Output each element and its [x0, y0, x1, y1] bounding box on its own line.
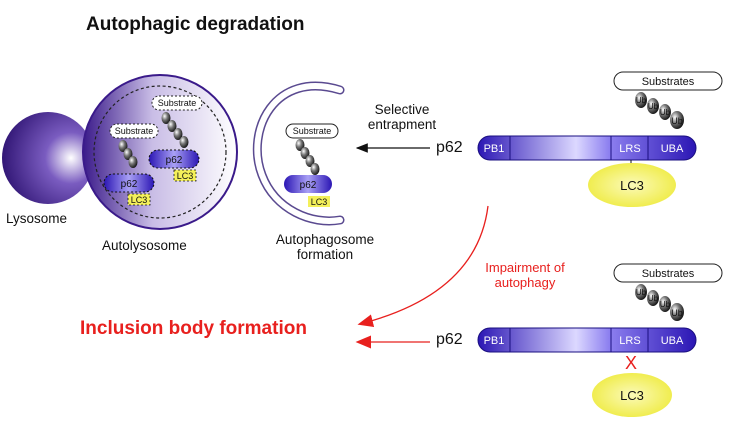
- autophagosome-label: Autophagosome formation: [262, 232, 388, 262]
- ub-label: Ub: [660, 108, 671, 117]
- substrates-label: Substrates: [642, 268, 695, 280]
- lc3-bound: [588, 163, 676, 207]
- p62-protein: [148, 149, 200, 169]
- pb1-domain-label: PB1: [484, 335, 505, 347]
- lrs-domain-label: LRS: [619, 143, 640, 155]
- lysosome: [2, 112, 94, 204]
- substrate-tag: [285, 123, 339, 139]
- autolysosome: [82, 74, 238, 230]
- substrate-tag: [109, 123, 159, 139]
- impairment-line2: autophagy: [494, 275, 556, 290]
- ub-label: Ub: [648, 294, 659, 303]
- uba-domain-label: UBA: [661, 143, 684, 155]
- p62-domain-bar-bottom: [477, 263, 723, 417]
- ub-label: Ub: [671, 116, 683, 126]
- lc3-unbound: [592, 373, 672, 417]
- substrate-label: Substrate: [158, 98, 197, 108]
- substrates-box: [613, 71, 723, 91]
- lc3-tag: [308, 196, 330, 207]
- ub-label: Ub: [648, 102, 659, 111]
- p62-pill-label: p62: [300, 180, 317, 191]
- lc3-unbound-label: LC3: [620, 388, 644, 403]
- autophagosome-line1: Autophagosome: [275, 232, 375, 247]
- p62-bottom-label: p62: [436, 331, 463, 348]
- selective-line2: entrapment: [367, 117, 437, 132]
- pb1-domain-label: PB1: [484, 143, 505, 155]
- lc3-small-label: LC3: [131, 195, 148, 205]
- p62-pill-label: p62: [121, 179, 138, 190]
- impairment-line1: Impairment of: [485, 260, 565, 275]
- p62-pill-label: p62: [166, 155, 183, 166]
- p62-protein: [103, 173, 155, 193]
- autophagosome-line2: formation: [296, 247, 354, 262]
- lc3-bound-label: LC3: [620, 178, 644, 193]
- impairment-arrow: [357, 205, 489, 328]
- lrs-domain-label: LRS: [619, 335, 640, 347]
- p62-top-label: p62: [436, 139, 463, 156]
- lc3-tag: [173, 169, 197, 182]
- ub-label: Ub: [660, 300, 671, 309]
- diagram-title: Autophagic degradation: [86, 14, 305, 35]
- blocked-interaction-mark: X: [625, 353, 637, 373]
- uba-domain-label: UBA: [661, 335, 684, 347]
- substrate-label: Substrate: [293, 126, 332, 136]
- selective-line1: Selective: [374, 102, 430, 117]
- substrate-tag: [151, 95, 203, 111]
- substrate-label: Substrate: [115, 126, 154, 136]
- substrates-box: [613, 263, 723, 283]
- inclusion-body-label: Inclusion body formation: [80, 318, 307, 339]
- p62-domain-bar-top: [477, 71, 723, 207]
- substrates-label: Substrates: [642, 76, 695, 88]
- lc3-small-label: LC3: [177, 171, 194, 181]
- ub-label: Ub: [636, 96, 647, 105]
- impairment-label: Impairment of autophagy: [470, 260, 580, 290]
- p62-protein: [284, 175, 332, 193]
- autolysosome-label: Autolysosome: [102, 238, 187, 253]
- ub-label: Ub: [671, 308, 683, 318]
- autophagosome: [252, 81, 345, 226]
- lc3-tag: [127, 193, 151, 206]
- lysosome-label: Lysosome: [6, 211, 68, 226]
- ubiquitin-chain: [118, 112, 189, 168]
- ub-label: Ub: [636, 288, 647, 297]
- selective-entrapment-label: Selective entrapment: [352, 102, 452, 132]
- lc3-small-label: LC3: [311, 197, 328, 207]
